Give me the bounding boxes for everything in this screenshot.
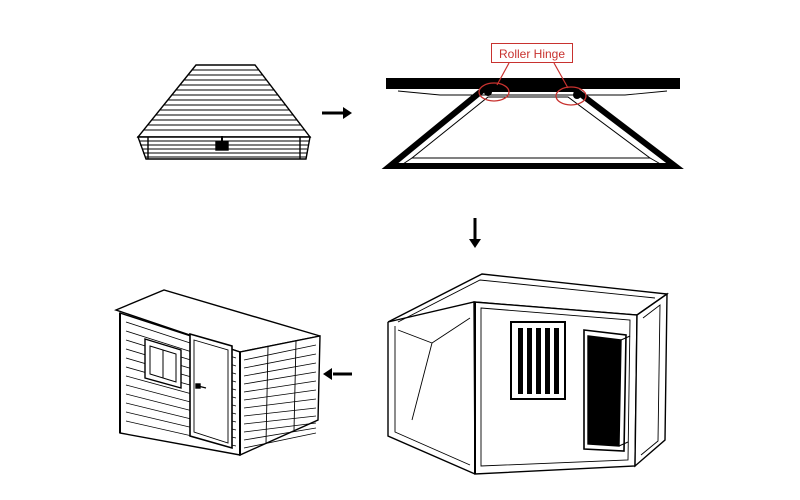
arrow-down-icon xyxy=(469,218,481,248)
house-door xyxy=(190,334,232,448)
panels-installed xyxy=(116,290,320,455)
roller-hinge-label: Roller Hinge xyxy=(491,43,573,63)
roof-lifted-on-roller-hinges xyxy=(386,63,680,166)
left-roller-hinge-icon xyxy=(484,88,492,96)
frame-unfolded xyxy=(388,274,667,474)
arrow-right-icon xyxy=(322,107,352,119)
arrow-left-icon xyxy=(323,368,352,380)
folded-package xyxy=(138,65,310,159)
door-handle-icon xyxy=(196,384,200,388)
right-roller-hinge-icon xyxy=(573,91,581,99)
fork-pocket xyxy=(216,142,228,150)
